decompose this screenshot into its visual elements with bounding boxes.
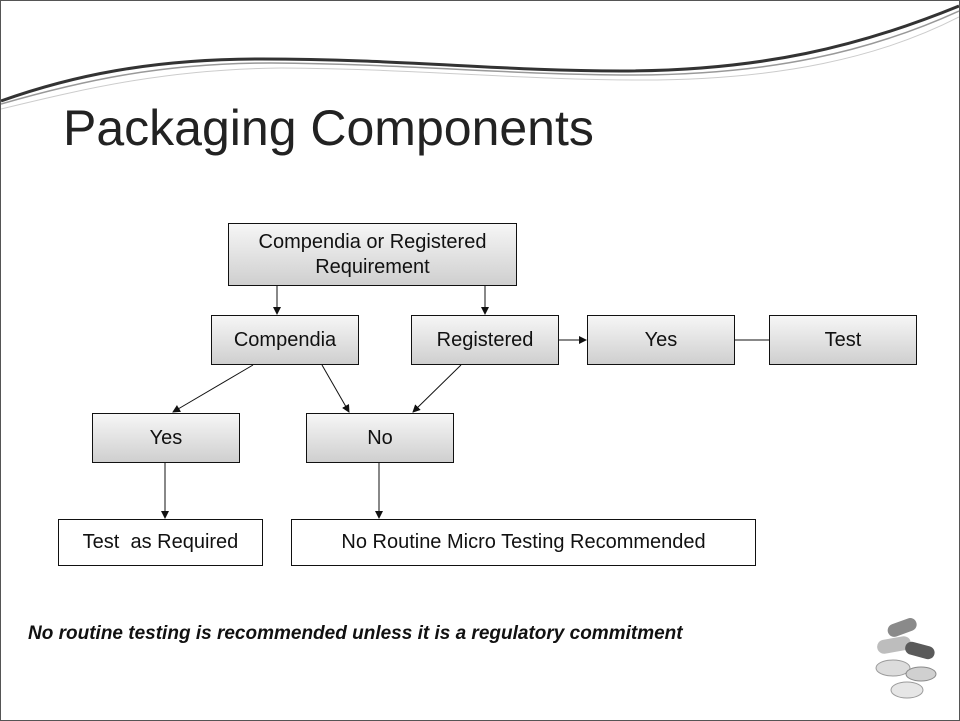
node-no-routine-testing: No Routine Micro Testing Recommended bbox=[291, 519, 756, 566]
node-test-as-required: Test as Required bbox=[58, 519, 263, 566]
node-registered: Registered bbox=[411, 315, 559, 365]
node-test: Test bbox=[769, 315, 917, 365]
edge-compendia-yes bbox=[172, 364, 254, 413]
edge-compendia-no bbox=[321, 364, 350, 413]
node-no: No bbox=[306, 413, 454, 463]
footnote: No routine testing is recommended unless… bbox=[28, 623, 683, 644]
header-swoosh bbox=[1, 4, 959, 110]
slide-title: Packaging Components bbox=[63, 100, 594, 156]
node-compendia: Compendia bbox=[211, 315, 359, 365]
node-registered-yes: Yes bbox=[587, 315, 735, 365]
pills-icon bbox=[875, 618, 937, 699]
edge-registered-no bbox=[412, 364, 462, 413]
node-compendia-yes: Yes bbox=[92, 413, 240, 463]
node-root: Compendia or Registered Requirement bbox=[228, 223, 517, 286]
